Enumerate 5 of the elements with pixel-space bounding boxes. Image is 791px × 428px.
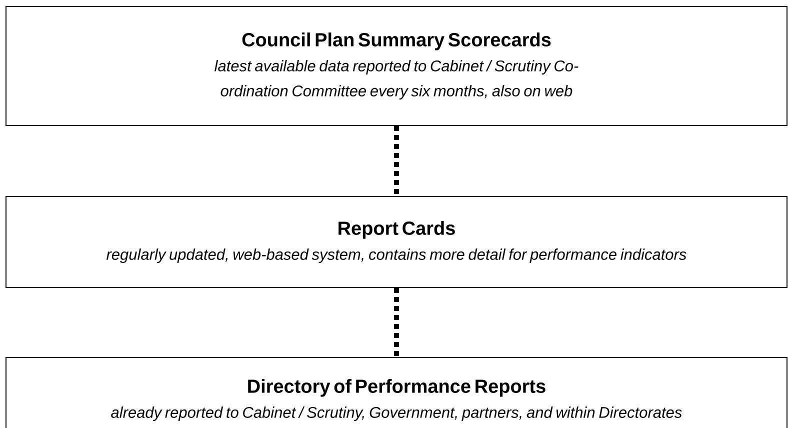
- connector: [394, 126, 399, 196]
- text-box: Report Cards regularly updated, web-based system, contains more detail for performance indicators: [6, 196, 788, 288]
- text-box: Directory of Performance Reports already reported to Cabinet / Scrutiny, Government, partners, and within Directorates: [6, 357, 788, 428]
- text-box: Council Plan Summary Scorecards latest available data reported to Cabinet / Scrutiny Co-ordination Committee every six months, also on web: [6, 6, 788, 126]
- connector: [394, 288, 399, 357]
